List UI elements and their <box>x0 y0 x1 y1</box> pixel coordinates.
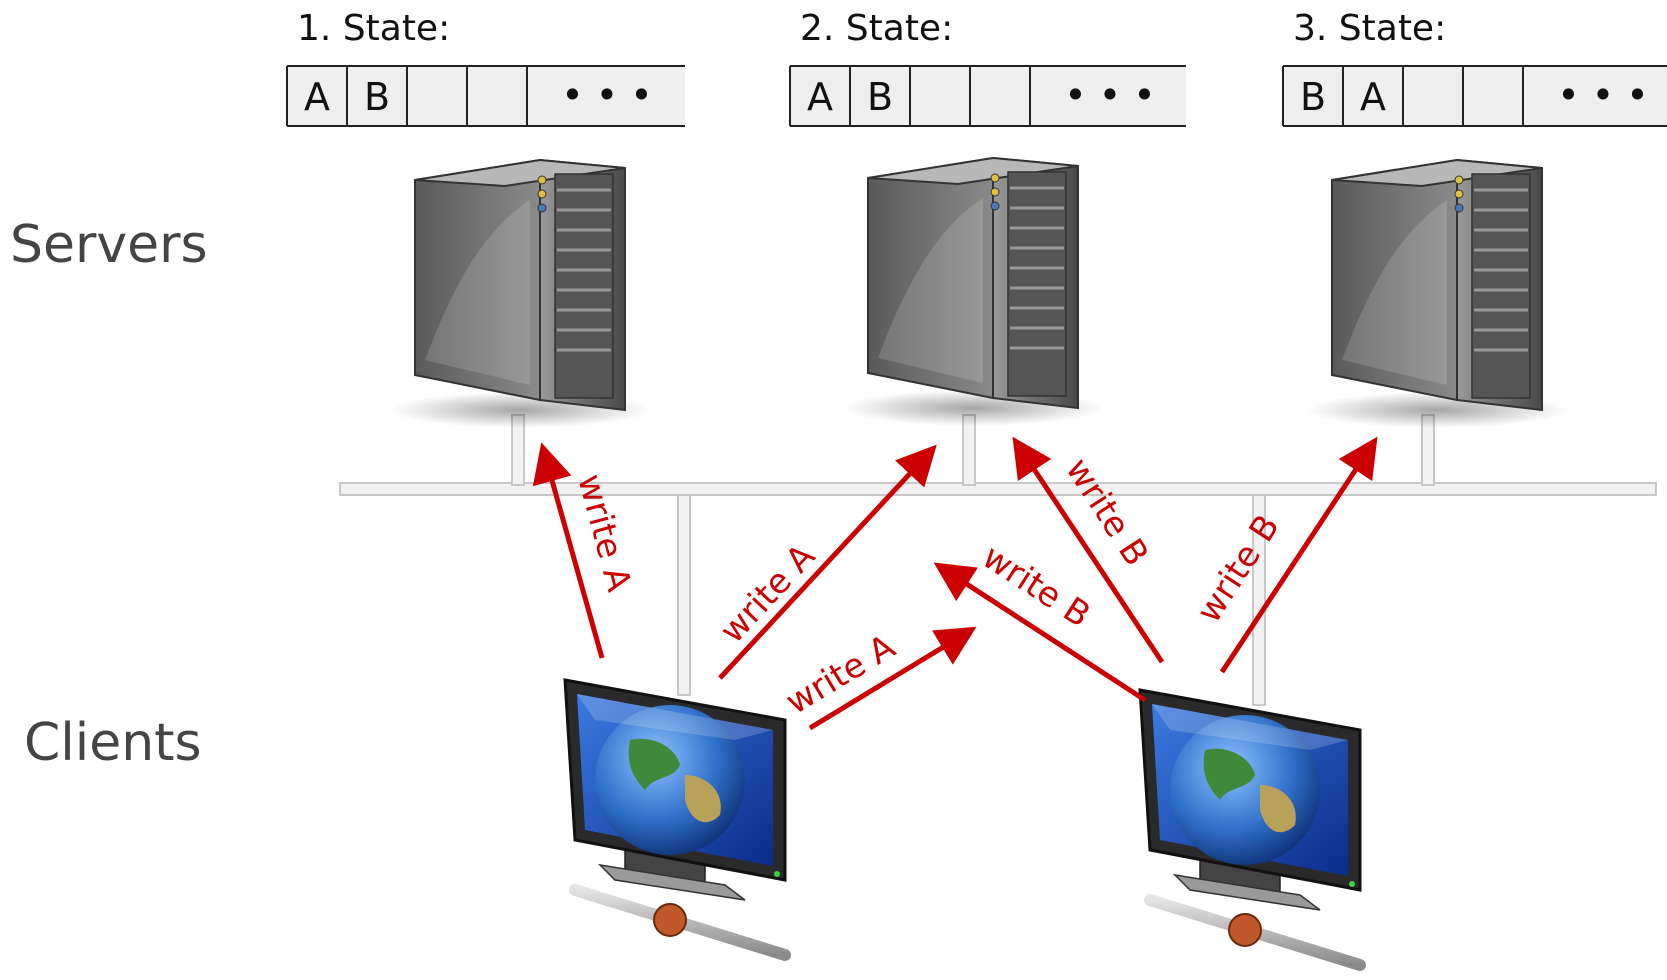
state-table-2: 2. State: A B • • • <box>789 8 1186 127</box>
state-cell-2: B <box>364 75 390 119</box>
clients-label: Clients <box>24 713 202 773</box>
state-cell-ellipsis: • • • <box>561 73 652 117</box>
servers-label: Servers <box>10 215 208 275</box>
write-arrow-a-to-server-3: write A <box>779 626 977 731</box>
server-tower-icon <box>843 156 1103 426</box>
state-cell-ellipsis: • • • <box>1064 73 1155 117</box>
write-label: write A <box>712 536 823 651</box>
monitor-globe-icon <box>1138 688 1366 971</box>
write-arrow-b-to-server-1: write B <box>933 537 1147 703</box>
state-title: 1. State: <box>297 8 450 49</box>
client-1 <box>563 678 791 961</box>
write-label: write B <box>1189 508 1288 630</box>
state-title: 3. State: <box>1293 8 1446 49</box>
state-cell-1: B <box>1300 75 1326 119</box>
state-table-3: 3. State: B A • • • <box>1282 8 1667 127</box>
state-table-1: 1. State: A B • • • <box>286 8 685 127</box>
state-cell-1: A <box>807 75 833 119</box>
write-arrow-b-to-server-3: write B <box>1189 436 1378 674</box>
state-cell-2: B <box>867 75 893 119</box>
state-title: 2. State: <box>800 8 953 49</box>
state-cell-ellipsis: • • • <box>1557 73 1648 117</box>
write-label: write B <box>975 537 1097 636</box>
client-2 <box>1138 688 1366 971</box>
server-tower-icon <box>390 158 650 428</box>
network-bus <box>339 414 1657 706</box>
state-cell-2: A <box>1360 75 1386 119</box>
monitor-globe-icon <box>563 678 791 961</box>
server-tower-icon <box>1307 158 1567 428</box>
server-3 <box>1307 158 1567 428</box>
write-label: write B <box>1057 451 1156 573</box>
server-2 <box>843 156 1103 426</box>
state-cell-1: A <box>304 75 330 119</box>
server-1 <box>390 158 650 428</box>
